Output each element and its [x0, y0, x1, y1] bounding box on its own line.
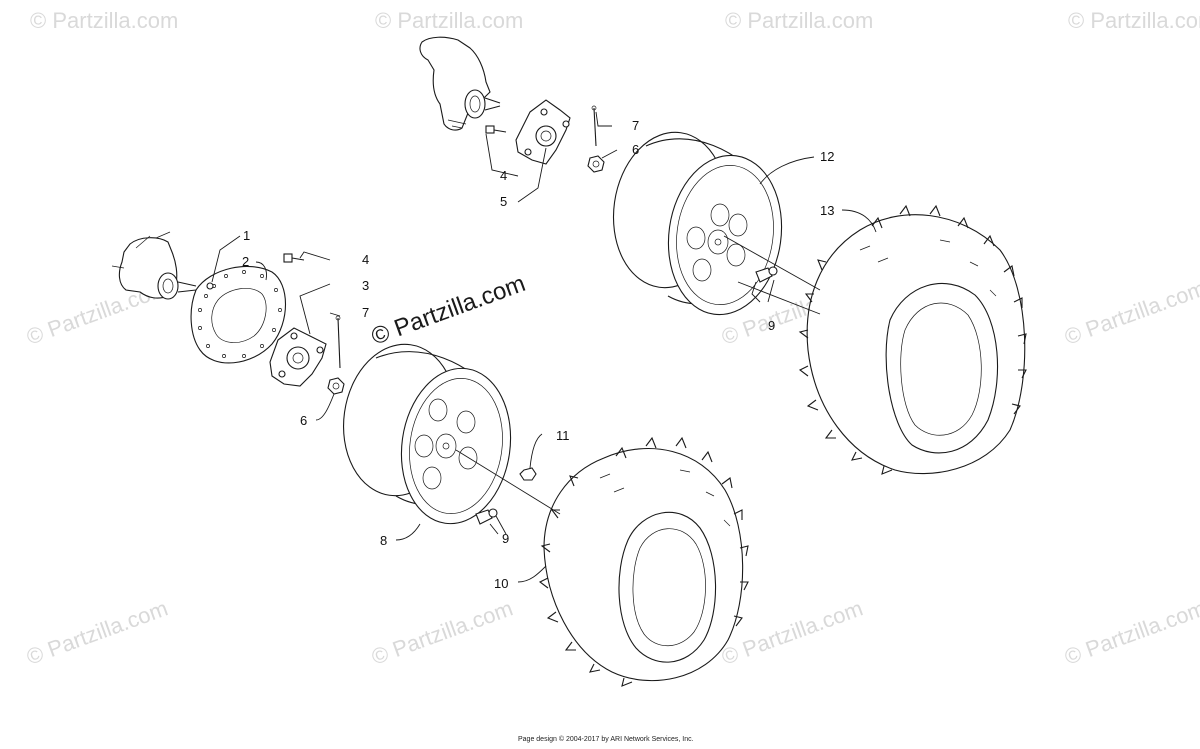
callout-label: 1	[243, 228, 250, 243]
callout-label: 11	[556, 428, 570, 443]
callout-label: 3	[362, 278, 369, 293]
watermark: © Partzilla.com	[368, 595, 516, 669]
front-axle-nut	[327, 377, 345, 395]
callout-label: 2	[242, 254, 249, 269]
callout-label: 12	[820, 149, 834, 164]
front-valve-stem	[475, 508, 498, 525]
rear-tire	[798, 204, 1027, 475]
leader-lines	[211, 111, 877, 583]
front-wheel-lug-nut	[519, 467, 537, 481]
callout-labels: 1 2 3 4 4 5 6 6 7 7 8 9 9 10 11 12 13	[242, 118, 834, 591]
callout-label: 9	[502, 531, 509, 546]
callout-label: 4	[500, 168, 507, 183]
page-footer: Page design © 2004-2017 by ARI Network S…	[518, 736, 694, 743]
front-stud-bolt	[283, 253, 305, 263]
watermark: © Partzilla.com	[23, 595, 171, 669]
rear-axle-nut	[587, 155, 605, 173]
front-hub	[269, 327, 327, 387]
front-brake-disc	[190, 265, 287, 364]
callout-label: 9	[768, 318, 775, 333]
front-knuckle	[111, 231, 197, 300]
watermark: © Partzilla.com	[1061, 595, 1200, 669]
center-watermark: © Partzilla.com	[368, 270, 529, 351]
callout-label: 8	[380, 533, 387, 548]
callout-label: 4	[362, 252, 369, 267]
callout-label: 5	[500, 194, 507, 209]
watermark: © Partzilla.com	[718, 595, 866, 669]
rear-cotter-pin	[591, 105, 597, 147]
rear-knuckle	[419, 36, 501, 131]
rear-hub	[515, 99, 571, 165]
rear-valve-stem	[755, 266, 778, 283]
rear-stud-bolt	[485, 125, 507, 134]
callout-label: 7	[362, 305, 369, 320]
watermark: © Partzilla.com	[30, 8, 178, 33]
callout-label: 6	[632, 142, 639, 157]
callout-label: 13	[820, 203, 834, 218]
callout-label: 6	[300, 413, 307, 428]
front-cotter-pin	[335, 315, 341, 369]
watermark: © Partzilla.com	[725, 8, 873, 33]
watermark: © Partzilla.com	[1068, 8, 1200, 33]
front-wheel-rim	[342, 343, 512, 525]
callout-label: 7	[632, 118, 639, 133]
watermark: © Partzilla.com	[375, 8, 523, 33]
watermark: © Partzilla.com	[1061, 275, 1200, 349]
rear-wheel-rim	[612, 131, 783, 316]
callout-label: 10	[494, 576, 508, 591]
front-disc-bolt	[206, 282, 214, 290]
front-tire	[538, 436, 749, 687]
